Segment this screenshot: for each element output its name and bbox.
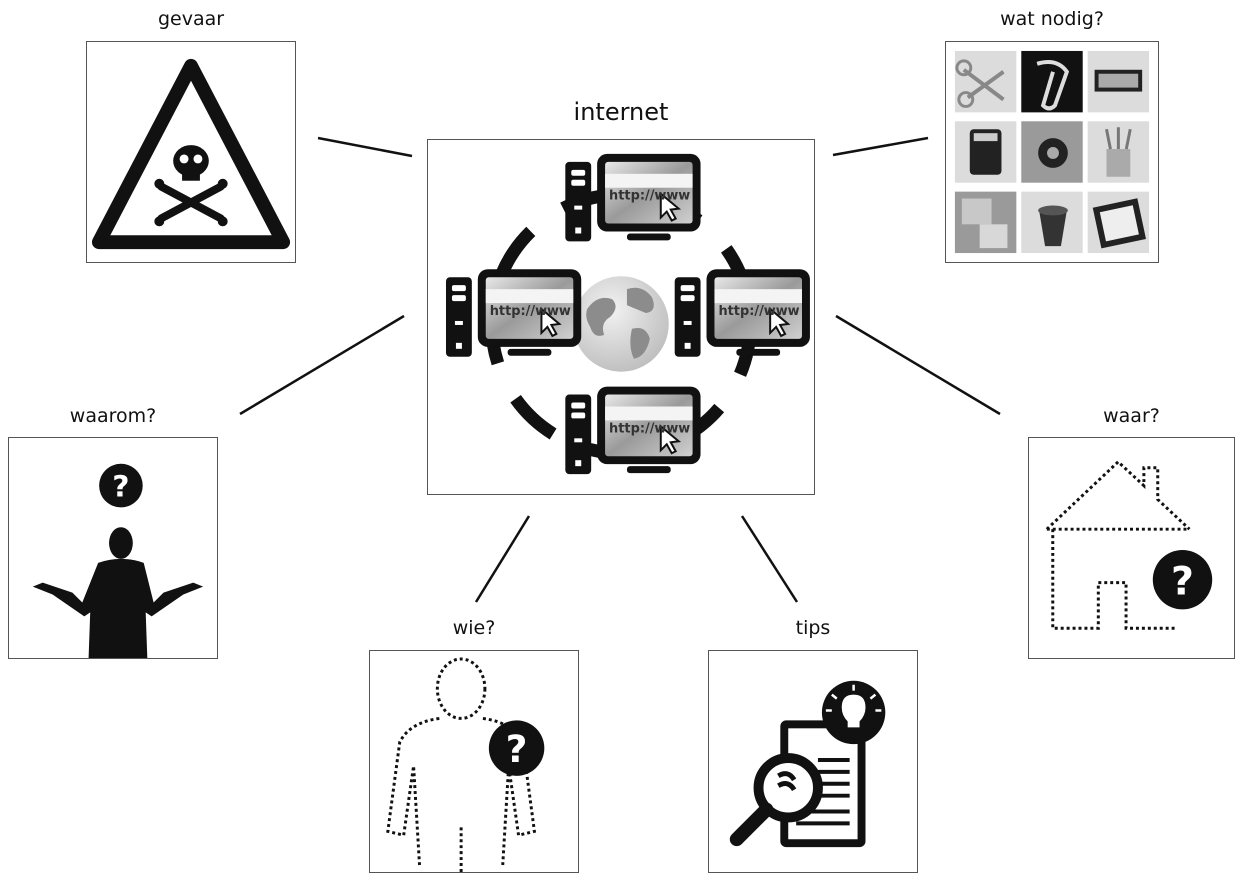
internet-box: http://www http://www http://www http://… [427,139,815,495]
why-box: ? [8,437,218,659]
connector-where [835,314,1001,416]
skull-warning-triangle-icon [91,58,291,250]
computer-network-globe-icon: http://www http://www http://www http://… [444,152,811,476]
connector-why [239,314,405,416]
dotted-person-question-icon: ? [386,657,545,872]
tips-box [708,650,918,873]
why-label: waarom? [69,405,157,427]
tips-label: tips [795,617,831,639]
connector-danger [317,136,413,158]
needs-box [945,41,1159,263]
danger-label: gevaar [157,8,225,30]
danger-box [86,41,296,263]
svg-text:http://www: http://www [609,189,690,204]
question-badge-icon [99,463,143,508]
svg-text:http://www: http://www [490,304,571,319]
who-label: wie? [452,617,496,639]
connector-tips [740,515,799,603]
who-box: ? [369,650,579,873]
supplies-grid-icon [954,50,1150,254]
question-badge-icon [1152,549,1213,610]
connector-needs [832,136,929,157]
svg-text:?: ? [112,469,129,504]
svg-text:?: ? [1171,559,1194,605]
dotted-house-question-icon: ? [1045,459,1213,630]
shrugging-person-question-icon: ? [32,463,204,658]
svg-text:?: ? [506,727,528,771]
connector-who [474,515,531,603]
svg-text:http://www: http://www [609,421,690,436]
where-box: ? [1028,437,1235,659]
magnifier-document-lightbulb-icon [729,680,886,848]
where-label: waar? [1103,405,1160,427]
globe-icon [573,276,669,372]
svg-text:http://www: http://www [718,304,799,319]
center-label: internet [573,98,669,126]
question-badge-icon [488,720,545,776]
needs-label: wat nodig? [1000,8,1104,30]
